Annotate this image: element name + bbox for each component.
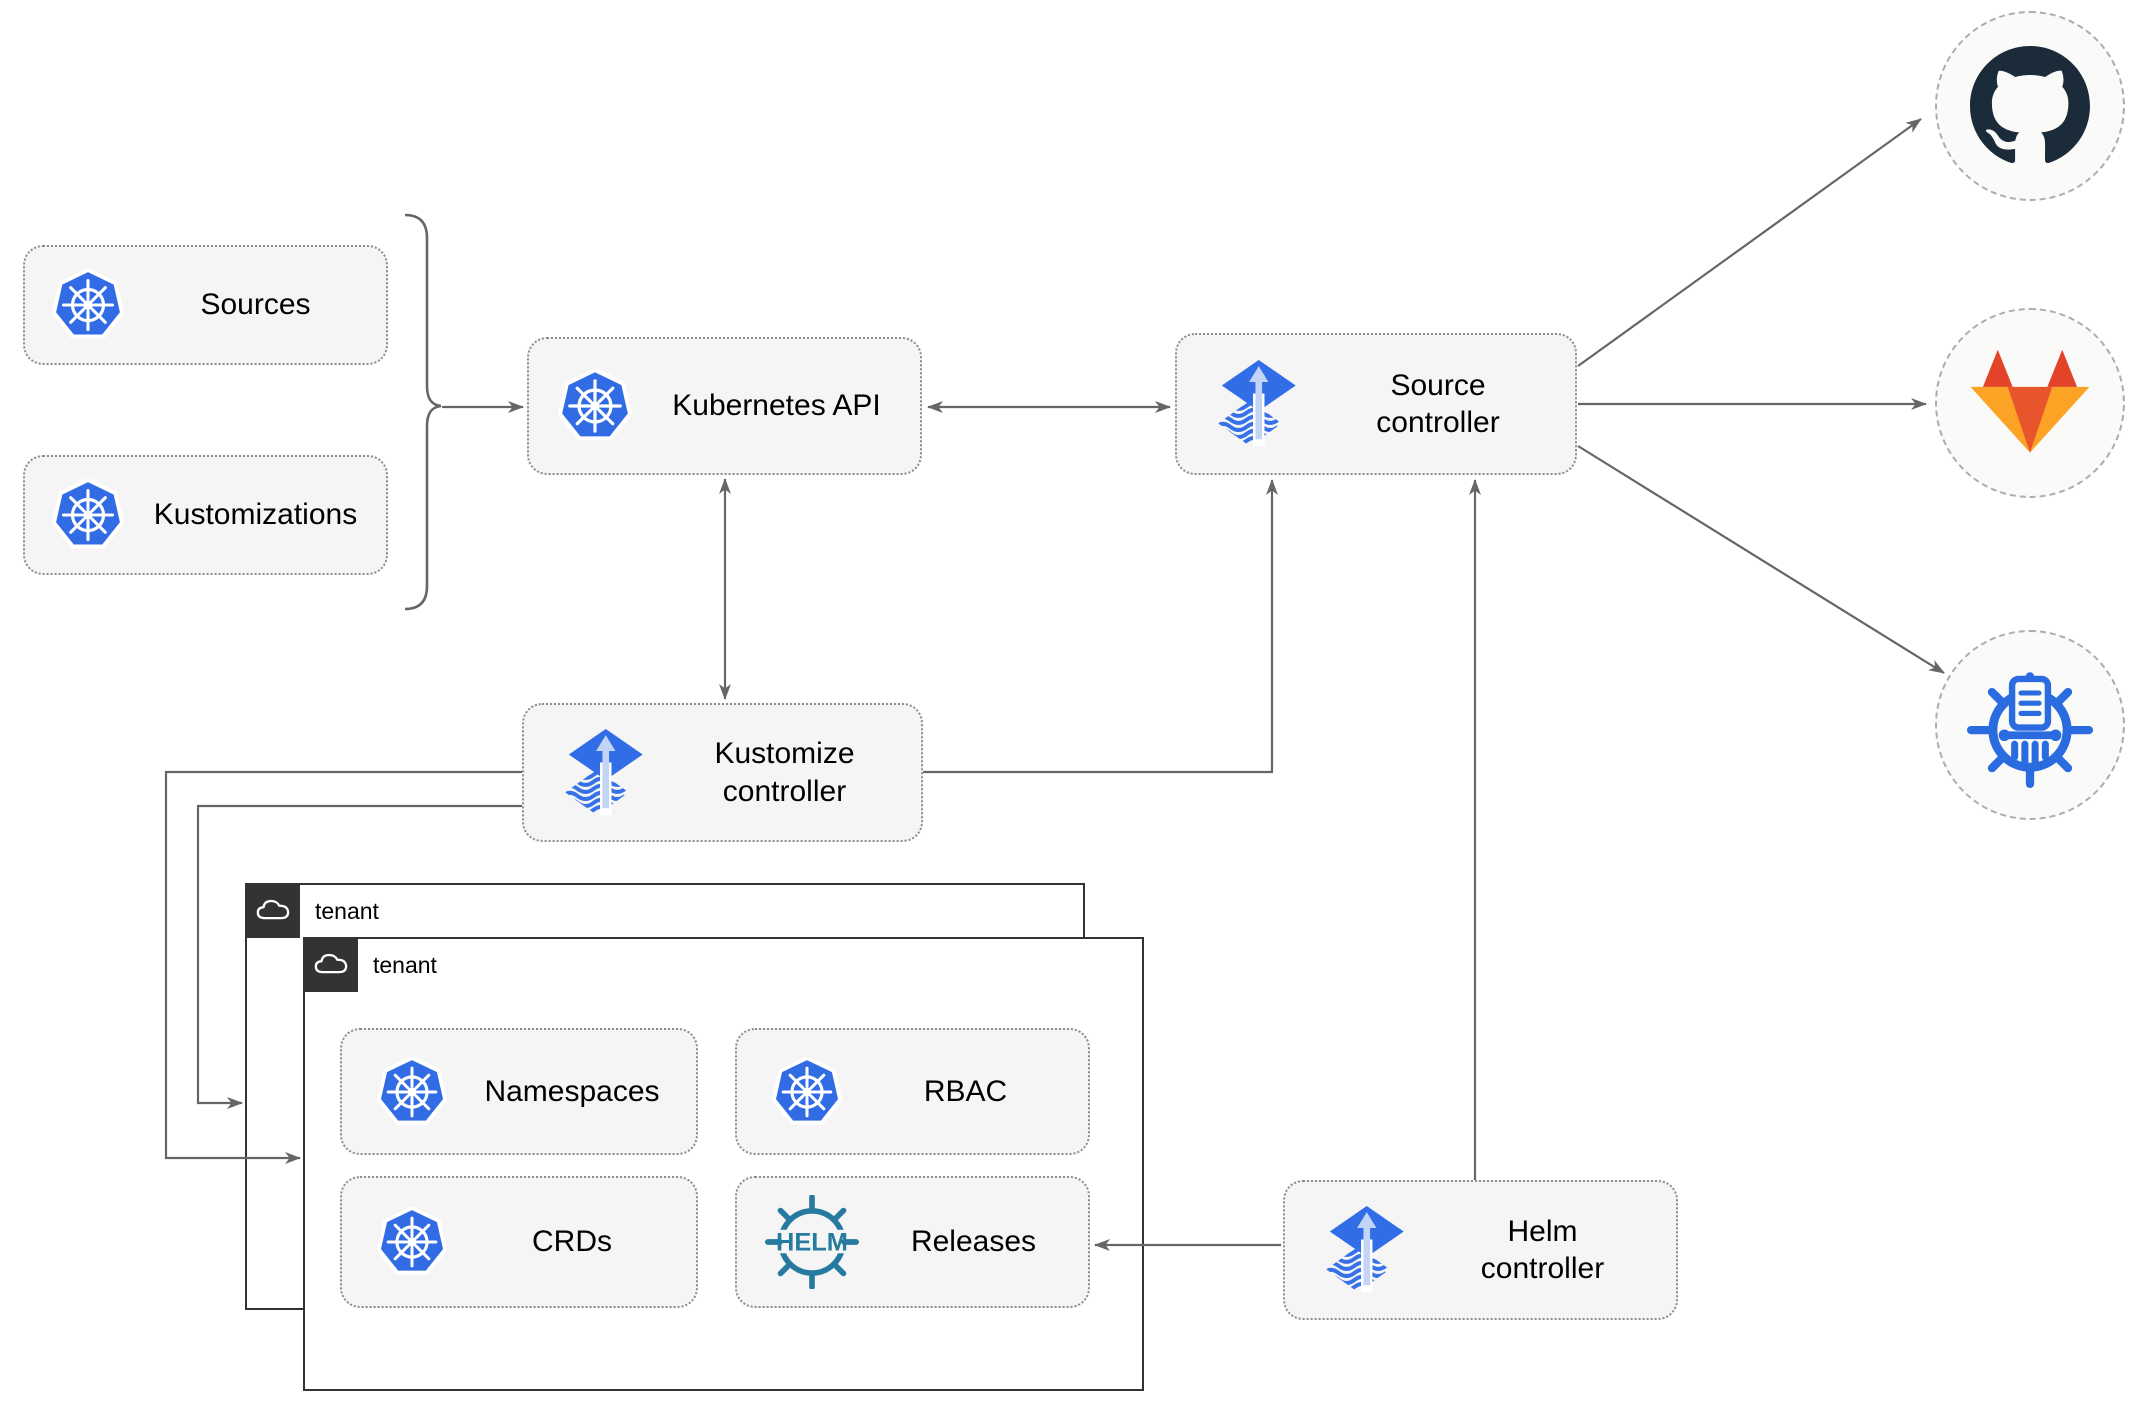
node-rbac: RBAC — [735, 1028, 1090, 1155]
kubernetes-icon — [51, 479, 125, 551]
node-namespaces: Namespaces — [340, 1028, 698, 1155]
inner-tenant-badge — [303, 937, 358, 992]
node-source-controller: Source controller — [1175, 333, 1577, 475]
node-kustomize-controller: Kustomize controller — [522, 703, 923, 842]
node-source-controller-label: Source controller — [1376, 368, 1500, 440]
node-kustomizations-label: Kustomizations — [153, 498, 358, 532]
cloud-icon — [313, 951, 349, 978]
helm-logo-text: HELM — [776, 1228, 848, 1256]
bracket-sources-group — [404, 213, 442, 611]
edge-kustomize-to-source — [923, 479, 1278, 774]
node-crds-label: CRDs — [532, 1225, 612, 1259]
node-crds: CRDs — [340, 1176, 698, 1308]
flux-icon — [1321, 1204, 1409, 1296]
inner-tenant-label: tenant — [373, 952, 437, 978]
outer-tenant-label: tenant — [315, 898, 379, 924]
node-kubernetes-api: Kubernetes API — [527, 337, 922, 475]
github-icon — [1970, 46, 2090, 164]
flux-icon — [560, 727, 648, 819]
endpoint-chartmuseum — [1935, 630, 2125, 820]
outer-tenant-badge — [245, 883, 300, 938]
edge-source-to-github — [1577, 118, 1922, 367]
node-kustomize-controller-label: Kustomize controller — [714, 737, 855, 808]
node-rbac-label: RBAC — [923, 1074, 1008, 1108]
node-kustomizations: Kustomizations — [23, 455, 388, 575]
inner-tenant-group: tenant — [303, 937, 1144, 1391]
kubernetes-icon — [771, 1057, 843, 1127]
gitlab-icon — [1970, 349, 2090, 453]
flux-icon — [1213, 358, 1301, 450]
kubernetes-icon — [376, 1057, 448, 1127]
node-helm-controller: Helm controller — [1283, 1180, 1678, 1320]
edge-source-to-chartmuseum — [1577, 445, 1945, 674]
node-kubernetes-api-label: Kubernetes API — [672, 389, 881, 423]
endpoint-gitlab — [1935, 308, 2125, 498]
kubernetes-icon — [376, 1207, 448, 1277]
node-helm-controller-label: Helm controller — [1480, 1214, 1605, 1286]
node-sources-label: Sources — [200, 288, 311, 322]
endpoint-github — [1935, 11, 2125, 201]
node-releases-label: Releases — [910, 1225, 1037, 1259]
kubernetes-icon — [51, 269, 125, 341]
node-namespaces-label: Namespaces — [484, 1074, 660, 1108]
node-sources: Sources — [23, 245, 388, 365]
helm-icon: HELM — [765, 1195, 859, 1289]
node-releases: HELM Releases — [735, 1176, 1090, 1308]
kubernetes-icon — [557, 369, 633, 443]
chartmuseum-icon — [1966, 672, 2094, 789]
cloud-icon — [255, 897, 291, 924]
